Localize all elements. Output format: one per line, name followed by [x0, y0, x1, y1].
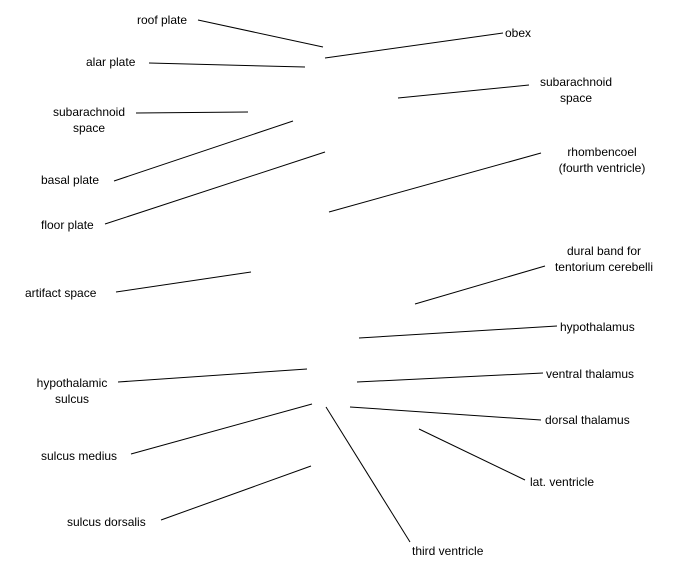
dural-band-line-2: tentorium cerebelli: [554, 260, 654, 274]
floor-plate-leader: [104, 151, 326, 225]
dorsal-thalamus-label: dorsal thalamus: [545, 413, 630, 427]
sulcus-medius-leader: [130, 403, 313, 455]
dorsal-thalamus-leader: [349, 406, 542, 421]
sulcus-dorsalis-label: sulcus dorsalis: [67, 515, 146, 529]
roof-plate-label: roof plate: [137, 13, 188, 27]
dural-band-label: dural band for tentorium cerebelli: [544, 243, 664, 275]
artifact-space-leader: [115, 271, 252, 293]
subarachnoid-space-right-label: subarachnoid space: [531, 74, 621, 106]
rhombencoel-label: rhombencoel (fourth ventricle): [544, 144, 660, 176]
artifact-space-label: artifact space: [25, 286, 97, 300]
roof-plate-leader: [197, 19, 324, 48]
alar-plate-leader: [148, 62, 306, 68]
obex-label: obex: [505, 26, 532, 40]
sulcus-dorsalis-leader: [160, 465, 312, 521]
obex-leader: [324, 32, 504, 59]
hypothalamic-sulcus-leader: [117, 368, 308, 383]
subarachnoid-left-line-1: subarachnoid: [52, 105, 126, 119]
hypothalamic-sulcus-label: hypothalamic sulcus: [27, 375, 117, 407]
third-ventricle-label: third ventricle: [412, 544, 484, 558]
floor-plate-label: floor plate: [41, 218, 94, 232]
hypothalamus-leader: [358, 325, 558, 339]
dural-band-leader: [414, 265, 546, 305]
subarachnoid-left-leader: [135, 111, 249, 114]
sulcus-medius-label: sulcus medius: [41, 449, 118, 463]
subarachnoid-space-left-label: subarachnoid space: [44, 104, 134, 136]
subarachnoid-right-leader: [397, 84, 530, 99]
ventral-thalamus-leader: [356, 372, 544, 383]
lat-ventricle-leader: [418, 428, 526, 481]
basal-plate-leader: [113, 120, 294, 182]
subarachnoid-right-line-2: space: [559, 91, 593, 105]
rhombencoel-line-2: (fourth ventricle): [558, 161, 646, 175]
dural-band-line-1: dural band for: [566, 244, 642, 258]
subarachnoid-left-line-2: space: [72, 121, 106, 135]
lat-ventricle-label: lat. ventricle: [530, 475, 595, 489]
third-ventricle-leader: [325, 406, 411, 543]
alar-plate-label: alar plate: [86, 55, 136, 69]
rhombencoel-line-1: rhombencoel: [567, 145, 637, 159]
hypothalamic-sulcus-line-2: sulcus: [54, 392, 89, 406]
ventral-thalamus-label: ventral thalamus: [546, 367, 635, 381]
hypothalamic-sulcus-line-1: hypothalamic: [36, 376, 108, 390]
rhombencoel-leader: [328, 152, 542, 213]
hypothalamus-label: hypothalamus: [560, 320, 635, 334]
basal-plate-label: basal plate: [41, 173, 100, 187]
subarachnoid-right-line-1: subarachnoid: [539, 75, 613, 89]
